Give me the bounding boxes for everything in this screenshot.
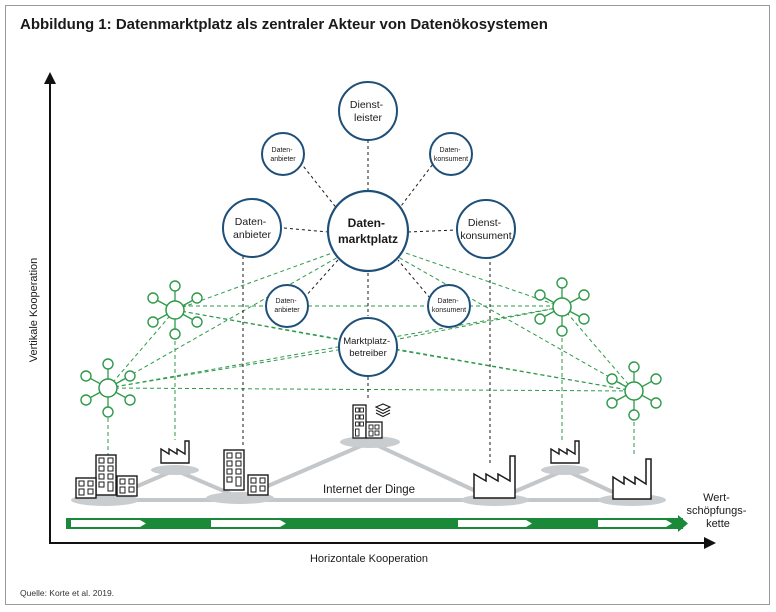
svg-text:Daten- anbieter: Daten- anbieter	[270, 147, 296, 163]
horizontal-axis-label: Horizontale Kooperation	[310, 553, 428, 565]
svg-text:Daten- konsument: Daten- konsument	[434, 147, 468, 163]
svg-text:Daten- konsument: Daten- konsument	[432, 298, 466, 314]
svg-text:Daten- anbieter: Daten- anbieter	[274, 298, 300, 314]
actor-datenkonsument-small-bottom: Daten- konsument	[427, 284, 471, 328]
figure-title: Abbildung 1: Datenmarktplatz als zentral…	[20, 16, 548, 33]
actor-datenkonsument-small-top: Daten- konsument	[429, 132, 473, 176]
office-building-icon	[223, 449, 245, 491]
marketplace-links	[242, 140, 491, 466]
figure-frame: Abbildung 1: Datenmarktplatz als zentral…	[5, 5, 770, 605]
horizontal-axis	[50, 537, 716, 549]
office-annex-icon	[247, 474, 269, 496]
vertical-axis-label: Vertikale Kooperation	[28, 258, 40, 363]
factory-icon	[473, 455, 516, 499]
vertical-axis	[44, 72, 56, 544]
actor-datenmarktplatz: Daten- marktplatz	[326, 189, 410, 273]
network-hub-icon	[534, 277, 590, 337]
arrow-right-icon	[704, 537, 716, 549]
office-annex-icon	[75, 477, 97, 499]
svg-text:Daten- marktplatz: Daten- marktplatz	[338, 216, 398, 246]
layers-icon	[374, 403, 392, 418]
value-chain-bar	[66, 515, 688, 532]
arrow-right-icon	[678, 515, 688, 532]
office-building-icon	[95, 454, 117, 496]
network-hub-icon	[147, 280, 203, 340]
internet-of-things-label: Internet der Dinge	[323, 484, 415, 496]
factory-icon	[550, 440, 580, 464]
svg-text:Daten- anbieter: Daten- anbieter	[233, 216, 271, 241]
actor-dienstleister: Dienst- leister	[338, 81, 398, 141]
svg-text:Marktplatz- betreiber: Marktplatz- betreiber	[343, 336, 393, 359]
source-note: Quelle: Korte et al. 2019.	[20, 588, 115, 598]
factory-icon	[612, 458, 652, 500]
actor-datenanbieter-small-bottom: Daten- anbieter	[265, 284, 309, 328]
value-chain-label: Wert- schöpfungs- kette	[687, 492, 750, 530]
svg-text:Dienst- leister: Dienst- leister	[350, 99, 386, 124]
arrow-up-icon	[44, 72, 56, 84]
office-annex-icon	[116, 475, 138, 497]
network-hub-icon	[80, 358, 136, 418]
factory-icon	[160, 440, 190, 464]
office-building-icon	[352, 404, 383, 439]
actor-marktplatzbetreiber: Marktplatz- betreiber	[338, 317, 398, 377]
actor-datenanbieter-small-top: Daten- anbieter	[261, 132, 305, 176]
actor-dienstkonsument: Dienst- konsument	[456, 199, 516, 259]
svg-text:Dienst- konsument: Dienst- konsument	[460, 217, 511, 242]
actor-datenanbieter-large: Daten- anbieter	[222, 198, 282, 258]
